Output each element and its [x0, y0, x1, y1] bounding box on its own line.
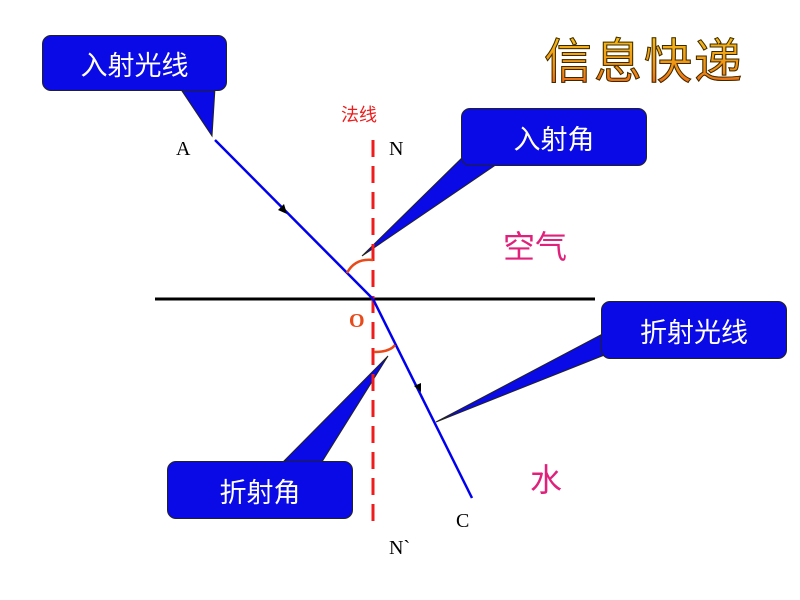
refracted-ray: [371, 298, 474, 499]
slide-title: 信息快递: [543, 22, 744, 92]
callout-refraction-angle: 折射角: [167, 461, 353, 519]
refraction-angle-arc: [373, 344, 397, 354]
incident-ray: [214, 139, 374, 300]
callout-incident-ray: 入射光线: [42, 35, 227, 91]
callout-refracted-ray: 折射光线: [601, 301, 787, 359]
point-n-label: N: [389, 138, 404, 160]
callout-pointer-incident-ray: [179, 87, 216, 138]
normal-label: 法线: [341, 105, 377, 126]
callout-incident-angle: 入射角: [461, 108, 647, 166]
incident-angle-arc: [345, 258, 374, 274]
point-n-prime-label: N`: [389, 537, 411, 559]
point-c-label: C: [456, 510, 470, 532]
point-a-label: A: [176, 138, 191, 160]
callout-pointer-refracted-ray: [435, 329, 613, 423]
water-label: 水: [530, 461, 563, 499]
air-label: 空气: [503, 228, 568, 266]
point-o-label: O: [349, 310, 365, 332]
incident-arrow-icon: [278, 204, 287, 214]
refracted-arrow-icon: [414, 383, 421, 392]
